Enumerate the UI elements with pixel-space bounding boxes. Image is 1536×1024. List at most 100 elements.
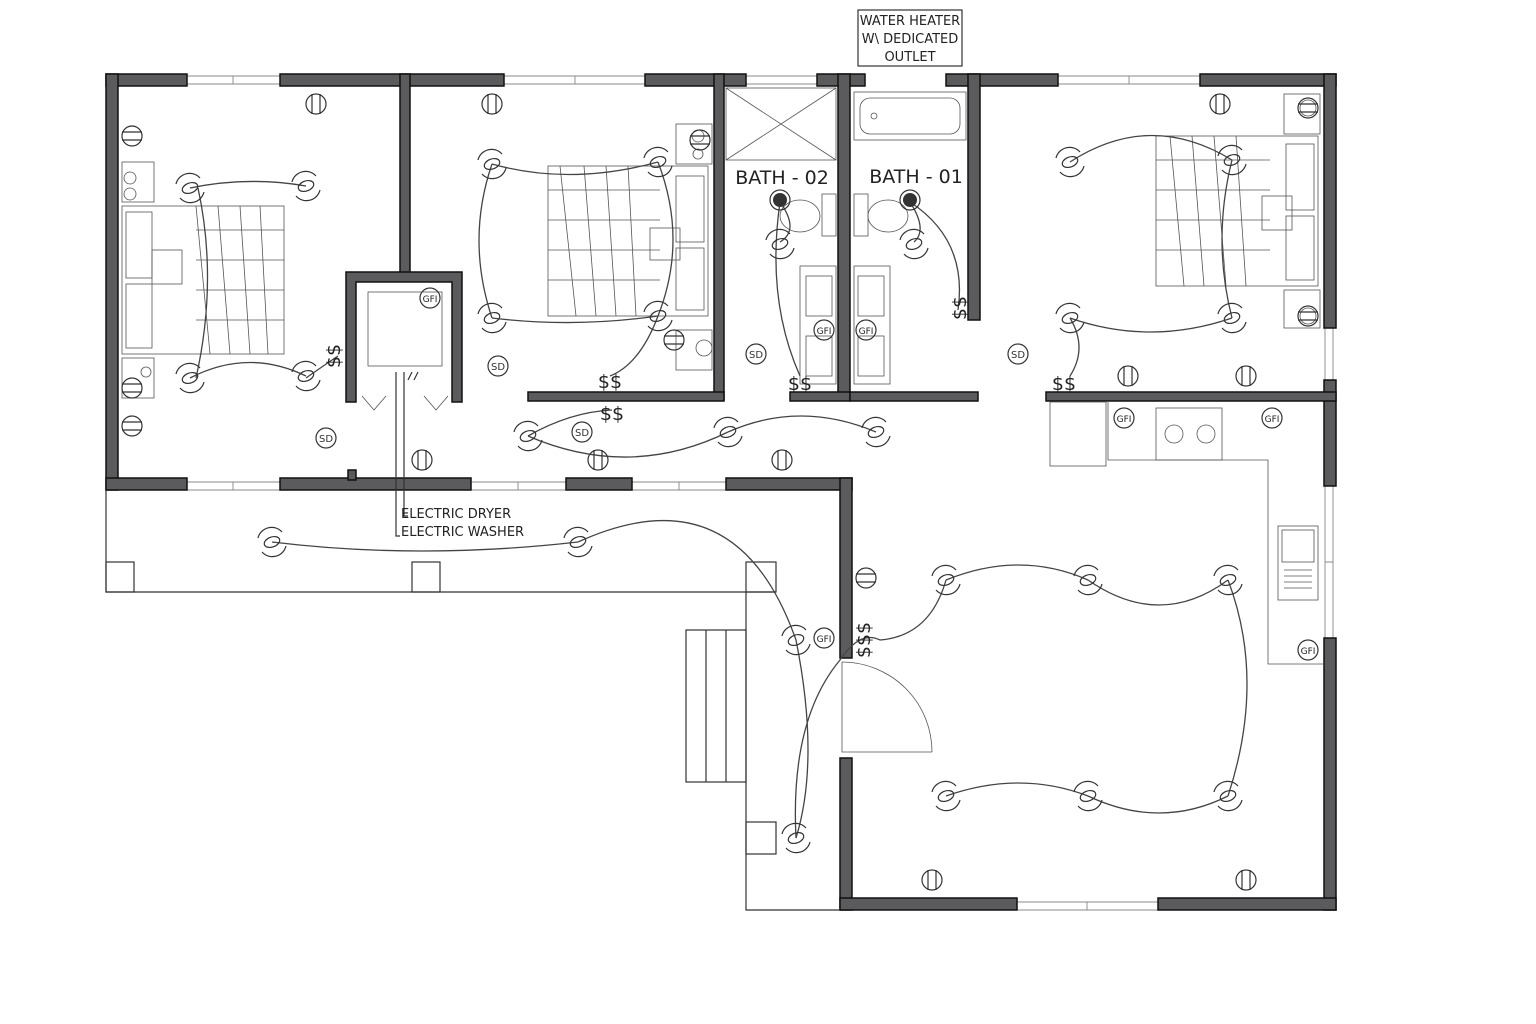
sink-icon [1277, 525, 1319, 601]
svg-text:GFI: GFI [817, 327, 832, 337]
smoke-detector-icon: SD [571, 421, 593, 443]
switches: $$ $$ $$ $$ $$ $$ $$$ [323, 296, 1076, 658]
switch-icon: $$ [323, 344, 345, 368]
gfi-outlets: GFI GFI GFI GFI GFI GFI GFI [419, 287, 1319, 661]
ceiling-light-icon [477, 302, 507, 334]
ceiling-light-icon [291, 170, 321, 202]
ceiling-light-icon [563, 526, 593, 558]
toilet-icon [779, 193, 837, 237]
washer-dryer [361, 291, 449, 537]
ceiling-light-icon [713, 416, 743, 448]
wiring [189, 134, 1248, 839]
ceiling-light-icon [1055, 302, 1085, 334]
electric-washer-label: ELECTRIC WASHER [401, 525, 524, 540]
bed-icon [547, 123, 713, 371]
walls [105, 73, 1337, 911]
wall-outlet-icon [1209, 93, 1231, 115]
bed-icon [1155, 93, 1321, 329]
electric-dryer-label: ELECTRIC DRYER [401, 507, 511, 522]
switch-icon: $$$ [853, 622, 875, 658]
smoke-detector-icon: SD [315, 427, 337, 449]
switch-icon: $$ [1052, 373, 1076, 395]
svg-text:SD: SD [319, 434, 333, 445]
wall-outlet-icon [771, 449, 793, 471]
bathtub-icon [853, 91, 967, 141]
switch-icon: $$ [788, 373, 812, 395]
porch [105, 490, 840, 911]
wall-outlet-icon [1235, 869, 1257, 891]
ceiling-light-icon [1073, 780, 1103, 812]
wall-outlet-icon [855, 567, 877, 589]
sink-icon [853, 265, 891, 385]
wall-outlets [121, 93, 1319, 891]
smoke-detector-icon: SD [1007, 343, 1029, 365]
wall-outlet-icon [1297, 305, 1319, 327]
gfi-outlet-icon: GFI [1113, 407, 1135, 429]
bath-fixtures [725, 87, 967, 385]
wall-outlet-icon [1117, 365, 1139, 387]
svg-text:SD: SD [491, 362, 505, 373]
ceiling-light-icon [291, 360, 321, 392]
wall-outlet-icon [305, 93, 327, 115]
svg-text:GFI: GFI [423, 295, 438, 305]
svg-text:WATER HEATER: WATER HEATER [860, 14, 960, 29]
ceiling-light-icon [861, 416, 891, 448]
ceiling-light-icon [1055, 146, 1085, 178]
ceiling-light-icon [513, 420, 543, 452]
wall-outlet-icon [689, 129, 711, 151]
toilet-icon [853, 193, 909, 237]
wall-outlet-icon [411, 449, 433, 471]
bed-icon [121, 161, 285, 399]
smoke-detector-icon: SD [745, 343, 767, 365]
sink-icon [799, 265, 837, 385]
smoke-detectors: SD SD SD SD SD [315, 343, 1029, 449]
svg-text:GFI: GFI [1265, 415, 1280, 425]
ceiling-light-icon [1073, 564, 1103, 596]
water-heater-callout: WATER HEATER W\ DEDICATED OUTLET [857, 9, 963, 67]
gfi-outlet-icon: GFI [1297, 639, 1319, 661]
svg-text:GFI: GFI [1117, 415, 1132, 425]
ceiling-light-icon [765, 228, 795, 260]
bath-light-icon [769, 189, 921, 211]
room-label-bath-02: BATH - 02 [735, 167, 829, 189]
wall-outlet-icon [121, 415, 143, 437]
ceiling-lights [175, 144, 1247, 854]
gfi-outlet-icon: GFI [419, 287, 441, 309]
svg-text:SD: SD [749, 350, 763, 361]
ceiling-light-icon [781, 822, 811, 854]
door-swing-icon [841, 661, 933, 753]
ceiling-light-icon [175, 172, 205, 204]
switch-icon: $$ [949, 296, 971, 320]
svg-text:GFI: GFI [817, 635, 832, 645]
wall-outlet-icon [1297, 97, 1319, 119]
kitchen [1049, 401, 1324, 665]
gfi-outlet-icon: GFI [1261, 407, 1283, 429]
ceiling-light-icon [931, 564, 961, 596]
svg-text:SD: SD [575, 428, 589, 439]
wall-outlet-icon [481, 93, 503, 115]
ceiling-light-icon [257, 526, 287, 558]
gfi-outlet-icon: GFI [855, 319, 877, 341]
gfi-outlet-icon: GFI [813, 627, 835, 649]
svg-text:SD: SD [1011, 350, 1025, 361]
gfi-outlet-icon: GFI [813, 319, 835, 341]
ceiling-light-icon [931, 780, 961, 812]
labels: BATH - 02 BATH - 01 WATER HEATER W\ DEDI… [401, 9, 963, 540]
ceiling-light-icon [1213, 564, 1243, 596]
ceiling-light-icon [1217, 144, 1247, 176]
ceiling-light-icon [643, 300, 673, 332]
windows [187, 75, 1334, 911]
svg-text:GFI: GFI [1301, 647, 1316, 657]
wall-outlet-icon [663, 329, 685, 351]
ceiling-light-icon [643, 146, 673, 178]
switch-icon: $$ [598, 371, 622, 393]
stove-icon [1155, 407, 1223, 461]
svg-text:OUTLET: OUTLET [884, 50, 935, 65]
wall-outlet-icon [121, 125, 143, 147]
wall-outlet-icon [1235, 365, 1257, 387]
ceiling-light-icon [899, 228, 929, 260]
wall-outlet-icon [921, 869, 943, 891]
svg-text:GFI: GFI [859, 327, 874, 337]
ceiling-light-icon [175, 362, 205, 394]
wall-outlet-icon [587, 449, 609, 471]
